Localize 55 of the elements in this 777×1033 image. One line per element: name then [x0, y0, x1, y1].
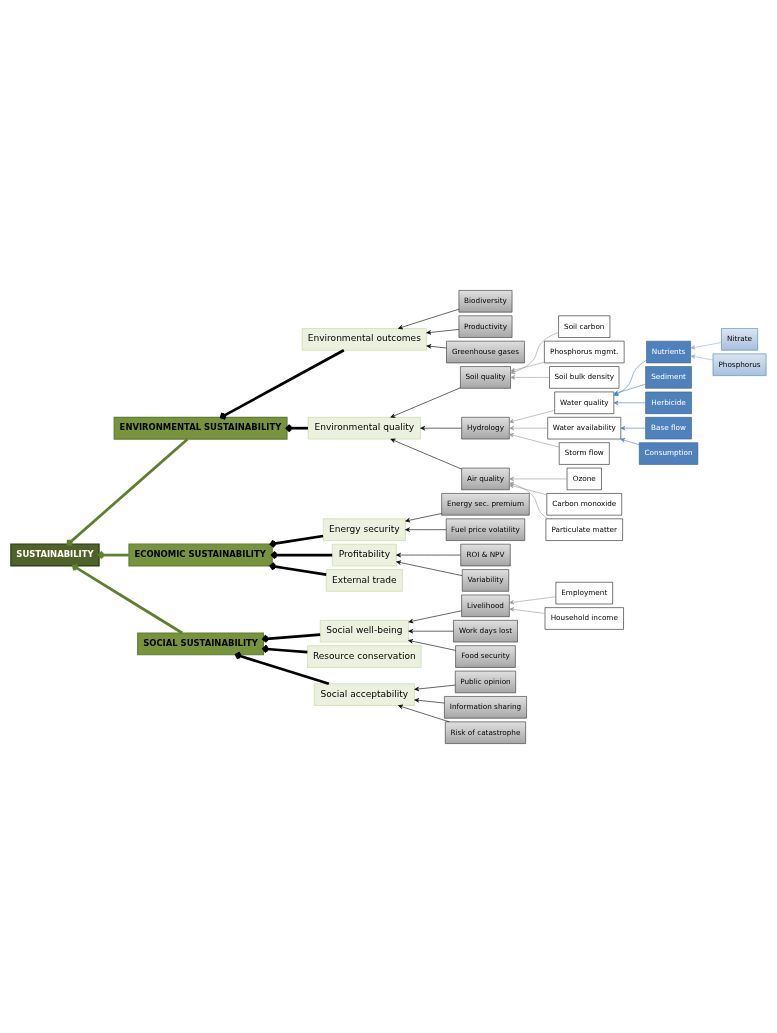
arrow	[420, 425, 462, 430]
arrow	[426, 328, 460, 335]
arrow	[509, 425, 548, 430]
arrow	[620, 425, 646, 430]
arrow	[262, 644, 308, 654]
node-box: External trade	[325, 568, 403, 592]
arrow	[509, 481, 549, 519]
arrow	[405, 512, 442, 522]
arrow	[509, 483, 548, 495]
arrow	[509, 476, 568, 481]
arrow	[396, 552, 461, 557]
arrow	[66, 437, 189, 546]
arrow	[426, 343, 447, 349]
arrow	[620, 437, 640, 445]
arrow	[414, 684, 456, 691]
node-box: Environmental outcomes	[301, 327, 427, 351]
node-box: Environmental quality	[307, 416, 421, 439]
arrow	[390, 387, 461, 418]
node-box: ENVIRONMENTAL SUSTAINABILITY	[113, 416, 288, 440]
arrow	[97, 550, 129, 559]
arrow	[398, 704, 450, 722]
arrow	[414, 697, 445, 703]
arrow	[234, 650, 330, 685]
arrow	[398, 308, 460, 329]
arrow	[270, 550, 333, 559]
arrow	[510, 331, 559, 374]
node-box: Profitability	[332, 543, 397, 566]
arrow	[219, 348, 345, 420]
arrow	[613, 400, 646, 405]
arrow	[408, 638, 456, 651]
arrow	[405, 527, 447, 532]
node-box: Social well-being	[319, 619, 409, 642]
node-box: SUSTAINABILITY	[10, 543, 100, 567]
node-box: Resource conservation	[307, 644, 422, 668]
arrow	[408, 628, 454, 633]
arrow	[509, 606, 546, 614]
arrow	[690, 354, 714, 360]
arrow	[262, 632, 321, 643]
node-box: Energy security	[322, 518, 406, 541]
arrow	[269, 534, 324, 548]
arrow	[396, 559, 463, 576]
arrow	[509, 595, 556, 604]
arrow	[509, 409, 555, 423]
arrow	[390, 438, 462, 469]
arrow	[510, 374, 550, 380]
arrow	[269, 561, 327, 576]
node-box: Social acceptability	[313, 682, 415, 706]
arrow	[408, 610, 462, 623]
arrow	[72, 563, 183, 634]
arrow	[690, 341, 722, 350]
arrow	[285, 423, 308, 433]
node-box: SOCIAL SUSTAINABILITY	[137, 631, 265, 655]
arrow	[510, 361, 545, 372]
arrow	[509, 432, 560, 447]
node-box: ECONOMIC SUSTAINABILITY	[128, 543, 273, 567]
